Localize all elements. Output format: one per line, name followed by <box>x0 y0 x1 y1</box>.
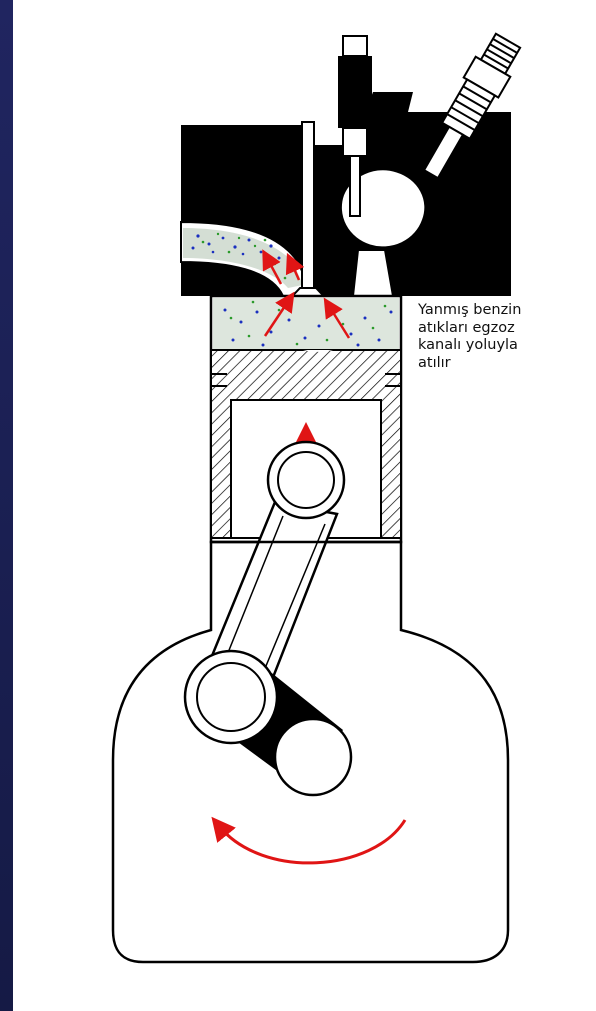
crankshaft-journal <box>275 719 351 795</box>
dome-neck <box>353 250 393 296</box>
exhaust-gas-in-cylinder <box>213 298 399 350</box>
diagram-canvas: Yanmış benzin atıkları egzoz kanalı yolu… <box>13 0 596 1011</box>
engine-cycle-diagram <box>13 0 596 1011</box>
crank-rotation-arrow <box>219 820 405 863</box>
exhaust-stroke-caption: Yanmış benzin atıkları egzoz kanalı yolu… <box>418 302 596 372</box>
slide-left-edge <box>0 0 13 1011</box>
big-end-bore <box>197 663 265 731</box>
